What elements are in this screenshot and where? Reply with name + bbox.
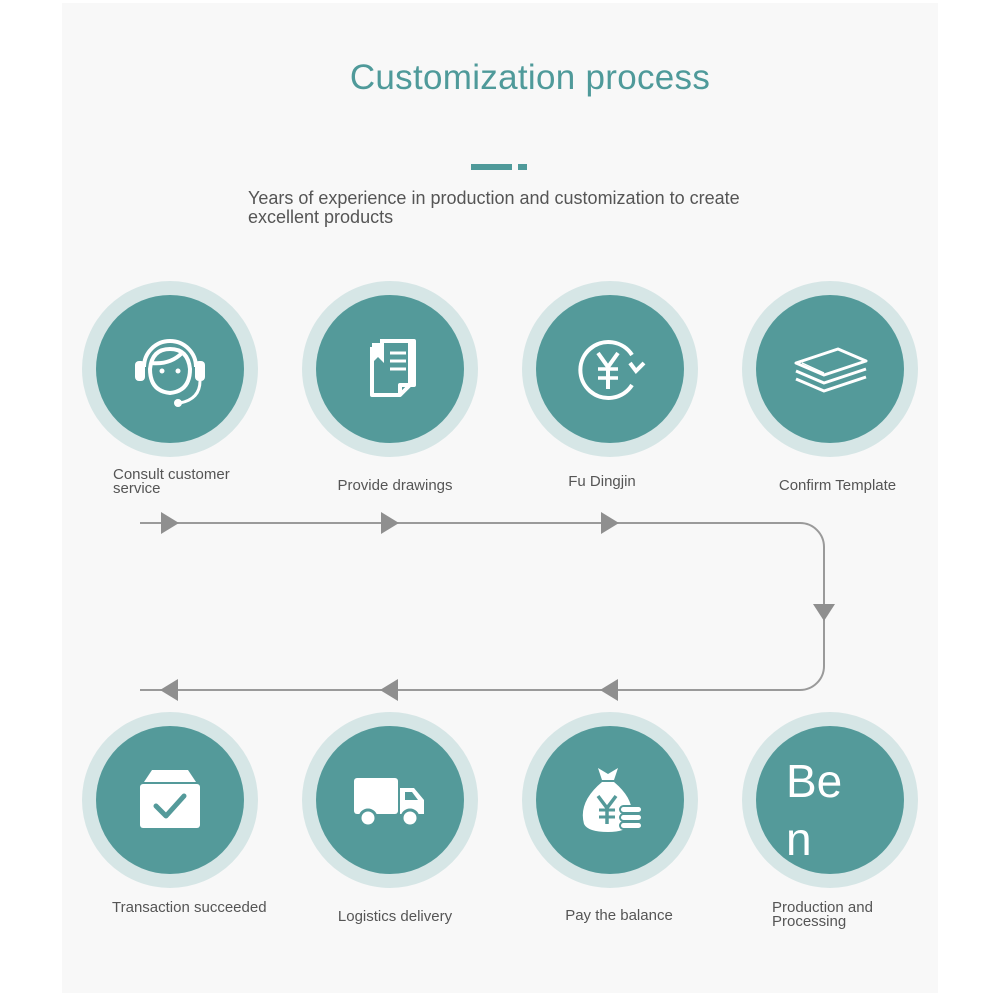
step-label: Consult customer service xyxy=(113,466,230,497)
flow-arrow-right-3 xyxy=(601,512,619,534)
flow-arrow-left-2 xyxy=(380,679,398,701)
step-label: Production and Processing xyxy=(772,899,873,930)
stacked-layers-icon xyxy=(794,347,868,393)
step-confirm-template xyxy=(742,281,918,457)
flow-path xyxy=(140,522,825,691)
box-checkmark-icon xyxy=(140,770,200,828)
customer-service-headset-icon xyxy=(135,339,205,407)
step-logistics-delivery xyxy=(302,712,478,888)
step-consult-customer-service xyxy=(82,281,258,457)
flow-arrow-left-1 xyxy=(600,679,618,701)
flow-arrow-right-2 xyxy=(381,512,399,534)
flow-arrow-down xyxy=(813,604,835,621)
step-label: Transaction succeeded xyxy=(112,899,267,916)
step-label: Confirm Template xyxy=(778,477,897,494)
step-fu-dingjin xyxy=(522,281,698,457)
step-label: Pay the balance xyxy=(565,907,673,924)
yen-payment-icon xyxy=(578,340,646,400)
step-transaction-succeeded xyxy=(82,712,258,888)
page-title: Customization process xyxy=(349,58,711,97)
money-bag-yen-icon xyxy=(582,768,643,832)
page-subtitle: Years of experience in production and cu… xyxy=(248,188,740,227)
flow-arrow-right-1 xyxy=(161,512,179,534)
title-underline-short xyxy=(518,164,527,170)
step-label: Fu Dingjin xyxy=(568,473,636,490)
step-label: Logistics delivery xyxy=(337,908,453,925)
step-pay-the-balance xyxy=(522,712,698,888)
document-drawings-icon xyxy=(370,339,416,397)
delivery-truck-icon xyxy=(354,778,424,828)
step-production-and-processing: Be n xyxy=(742,712,918,888)
step-label: Provide drawings xyxy=(337,477,453,494)
title-underline-long xyxy=(471,164,512,170)
production-icon-text: Be n xyxy=(786,755,843,865)
flow-arrow-left-3 xyxy=(160,679,178,701)
step-provide-drawings xyxy=(302,281,478,457)
